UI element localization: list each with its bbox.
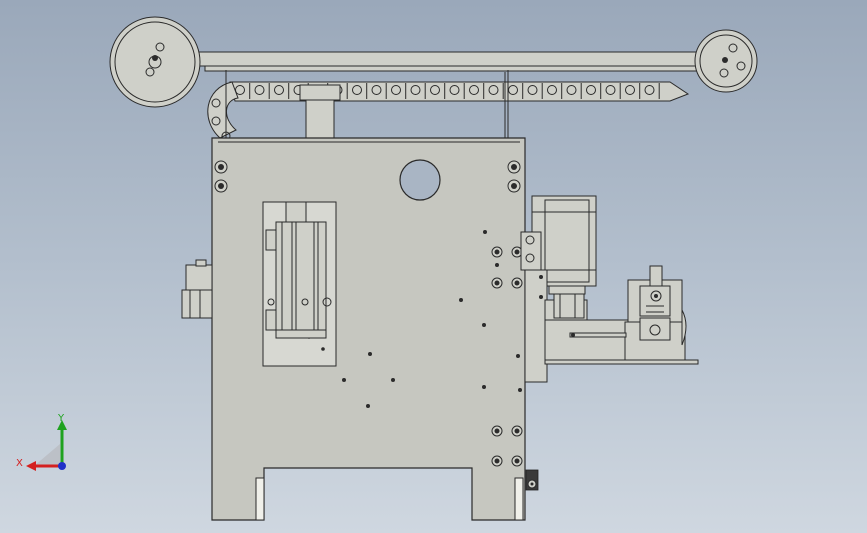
chain-bend bbox=[207, 81, 239, 139]
chain-link bbox=[391, 85, 401, 95]
chain-link bbox=[352, 85, 362, 95]
chain-link bbox=[644, 85, 655, 95]
left-pulley-inner bbox=[114, 21, 196, 103]
chain-link bbox=[547, 85, 557, 95]
plate-round-hole bbox=[399, 159, 441, 201]
plate-hole bbox=[459, 298, 463, 302]
foot-left bbox=[255, 477, 265, 521]
chain-link bbox=[254, 85, 265, 95]
chain-bend-link bbox=[211, 116, 221, 126]
left-pulley-bolt bbox=[145, 67, 155, 77]
top-rail-lower bbox=[204, 65, 706, 72]
right-pulley-inner bbox=[699, 34, 753, 88]
vertical-column bbox=[305, 99, 335, 139]
triad-shadow bbox=[34, 444, 60, 466]
chain-link bbox=[371, 85, 382, 95]
chain-link bbox=[625, 85, 635, 95]
plate-hole bbox=[366, 404, 370, 408]
motor-bracket bbox=[520, 231, 588, 383]
x-axis-arrow bbox=[26, 461, 36, 471]
plate-holes bbox=[342, 230, 522, 408]
chain-link bbox=[274, 85, 284, 95]
chain-bend-link bbox=[211, 98, 221, 108]
chain-link bbox=[586, 85, 596, 95]
left-pulley-bolt bbox=[155, 42, 165, 52]
plate-hole bbox=[518, 388, 522, 392]
plate-hole bbox=[368, 352, 372, 356]
corner-bolts bbox=[214, 160, 521, 193]
chain-link bbox=[488, 85, 499, 95]
right-bolt-pairs bbox=[491, 246, 523, 467]
chain-link bbox=[469, 85, 479, 95]
plate-hole bbox=[482, 385, 486, 389]
column-head bbox=[299, 84, 341, 101]
z-axis-dot bbox=[58, 462, 66, 470]
chain-link bbox=[527, 85, 538, 95]
left-pulley bbox=[109, 16, 201, 108]
bottom-latch bbox=[525, 469, 539, 491]
y-axis-arrow bbox=[57, 420, 67, 430]
chain-link bbox=[605, 85, 616, 95]
plate-hole bbox=[495, 263, 499, 267]
left-pulley-axle bbox=[152, 55, 158, 61]
foot-right bbox=[514, 477, 524, 521]
plate-hole bbox=[482, 323, 486, 327]
right-pulley-bolt bbox=[728, 43, 738, 53]
chain-link bbox=[566, 85, 577, 95]
plate-hole bbox=[516, 354, 520, 358]
top-rail bbox=[149, 51, 721, 67]
left-side-roller bbox=[181, 259, 213, 319]
y-axis-label: Y bbox=[57, 413, 65, 424]
chain-link bbox=[410, 85, 421, 95]
coordinate-triad[interactable]: X Y bbox=[14, 410, 84, 480]
chain-link bbox=[430, 85, 440, 95]
right-pulley-bolt bbox=[719, 68, 729, 78]
x-axis-label: X bbox=[16, 458, 23, 469]
right-pulley-axle bbox=[722, 57, 728, 63]
stepper-motor bbox=[531, 195, 597, 295]
feed-platform bbox=[544, 265, 699, 365]
slide-window bbox=[262, 201, 337, 367]
plate-hole bbox=[342, 378, 346, 382]
main-frame-plate bbox=[211, 137, 526, 521]
chain-link bbox=[449, 85, 460, 95]
plate-hole bbox=[391, 378, 395, 382]
right-pulley-bolt bbox=[736, 61, 746, 71]
plate-hole bbox=[483, 230, 487, 234]
belt-assembly bbox=[109, 16, 758, 141]
cable-chain bbox=[235, 83, 660, 99]
